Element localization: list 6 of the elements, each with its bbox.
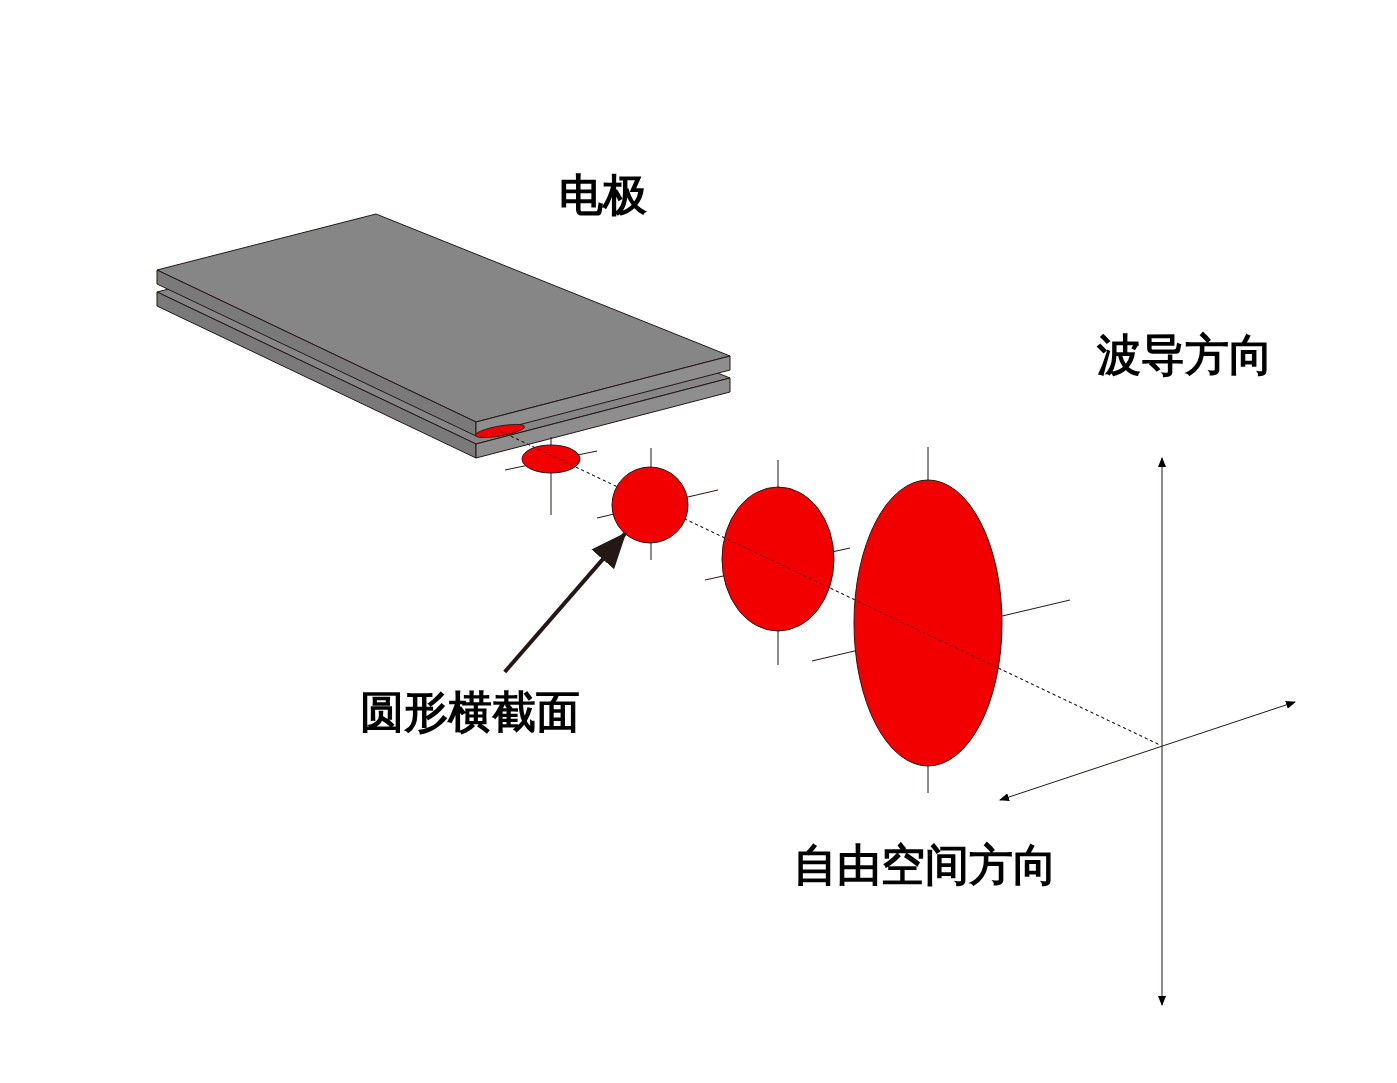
leader-line [503, 532, 627, 674]
label-text: 电极 [559, 168, 647, 222]
label-text: 波导方向 [1097, 328, 1273, 382]
cross-section-circle [611, 466, 689, 544]
callout-text: 圆形横截面 [360, 685, 580, 739]
label-text: 自由空间方向 [793, 838, 1057, 892]
